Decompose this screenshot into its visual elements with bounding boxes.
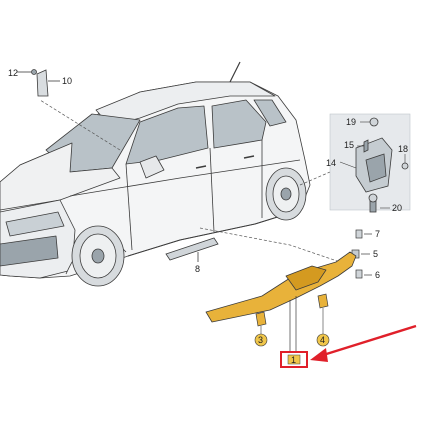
bracket-assembly <box>329 113 411 213</box>
callout-badge-3: 3 <box>254 326 268 347</box>
callout-8: 8 <box>195 264 200 274</box>
callout-20: 20 <box>392 203 402 213</box>
highlight-box <box>280 351 308 368</box>
callout-4: 4 <box>320 335 325 345</box>
mirror-trim-part <box>17 69 60 97</box>
callout-12: 12 <box>8 68 18 78</box>
car-illustration <box>0 61 311 287</box>
callout-19: 19 <box>346 117 356 127</box>
callout-10: 10 <box>62 76 72 86</box>
callout-6: 6 <box>375 270 380 280</box>
dashed-leaders <box>39 99 341 263</box>
callout-1-leader <box>289 296 297 352</box>
highlighted-trim-part <box>205 251 357 323</box>
callout-5: 5 <box>373 249 378 259</box>
callout-14: 14 <box>326 158 336 168</box>
callout-18: 18 <box>398 144 408 154</box>
callout-1: 1 <box>291 355 296 365</box>
callout-15: 15 <box>344 140 354 150</box>
callout-badge-4: 4 <box>316 308 330 347</box>
fasteners <box>255 293 329 327</box>
callout-7: 7 <box>375 229 380 239</box>
callout-3: 3 <box>258 335 263 345</box>
sill-strip-part <box>165 237 219 262</box>
clip-parts <box>351 229 372 279</box>
red-arrow <box>310 324 417 362</box>
